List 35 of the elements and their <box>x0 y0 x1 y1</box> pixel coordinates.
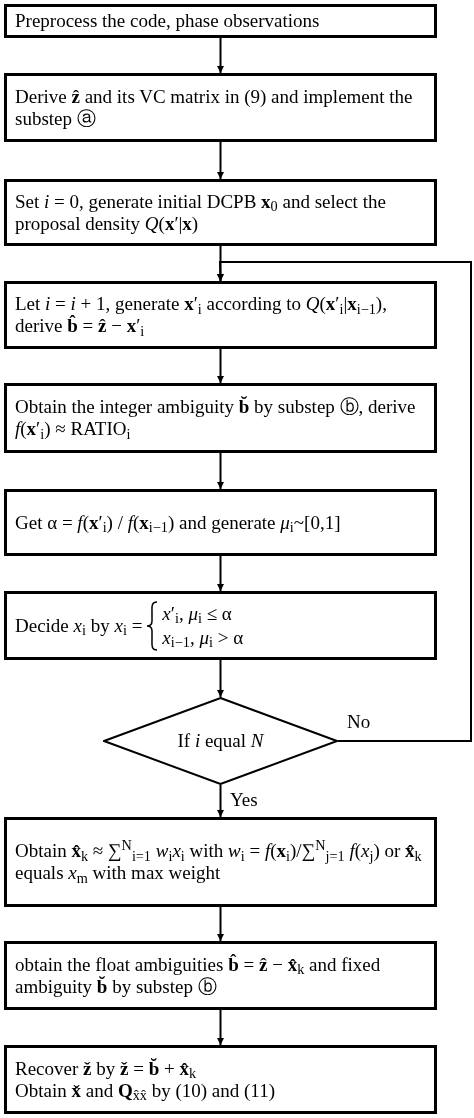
process-box <box>4 73 437 142</box>
step-text: Decide x$_{i}$ by x$_{i}$ = <box>15 613 143 638</box>
step-text: Obtain x̂$_{k}$ ≈ ∑$^{N}$$_{i=1}$ w$_{i}$x$_{i}$ with w$_{i}$ = f(x$_{i}$)/∑$^{N}$$_{j=1}$ f(x$_{j}$) or x̂$_{k}$ equals x$_{m}$ with max weight <box>15 840 423 884</box>
step-text: Preprocess the code, phase observations <box>15 10 321 32</box>
step-text: Recover ž by ž = b̆ + x̂$_{k}$ <box>15 1057 198 1080</box>
process-box <box>4 489 437 556</box>
step-text: Derive ẑ and its VC matrix in (9) and implement the substep ⓐ <box>15 85 414 130</box>
process-box <box>4 281 437 349</box>
arrow <box>217 906 224 942</box>
step-text: Let i = i + 1, generate x′$_{i}$ according to Q(x′$_{i}$|x$_{i−1}$), derive b̂ = ẑ − x′$_{i}$ <box>15 293 388 337</box>
process-box <box>4 179 437 246</box>
case-text: x′$_{i}$, μ$_{i}$ ≤ α <box>162 601 233 626</box>
arrow <box>217 784 224 818</box>
arrow <box>217 452 224 490</box>
arrow <box>217 141 224 180</box>
process-box <box>4 1045 437 1114</box>
process-box <box>4 4 437 38</box>
case-text: x$_{i−1}$, μ$_{i}$ > α <box>162 625 244 650</box>
arrow <box>217 348 224 384</box>
arrow <box>217 659 224 698</box>
process-box <box>4 591 437 660</box>
process-box <box>4 941 437 1010</box>
step-text: Get α = f(x′$_{i}$) / f(x$_{i−1}$) and generate μ$_{i}$~[0,1] <box>15 511 342 534</box>
step-text: obtain the float ambiguities b̂ = ẑ − x̂$_{k}$ and fixed ambiguity b̆ by substep ⓑ <box>15 953 382 998</box>
process-box <box>4 383 437 453</box>
decision-text: If i equal N <box>177 729 264 753</box>
step-text: Obtain the integer ambiguity b̆ by substep ⓑ, derive f(x′$_{i}$) ≈ RATIO$_{i}$ <box>15 396 417 440</box>
arrow <box>217 245 224 282</box>
arrow <box>217 555 224 592</box>
arrow <box>217 37 224 74</box>
process-box <box>4 817 437 907</box>
step-text: Obtain x̌ and Q$_{x̂x̂}$ by (10) and (11) <box>15 1079 276 1102</box>
step-text: Set i = 0, generate initial DCPB x$_{0}$ and select the proposal density Q(x′|x) <box>15 190 387 235</box>
arrow <box>216 261 472 742</box>
arrow <box>217 1009 224 1046</box>
